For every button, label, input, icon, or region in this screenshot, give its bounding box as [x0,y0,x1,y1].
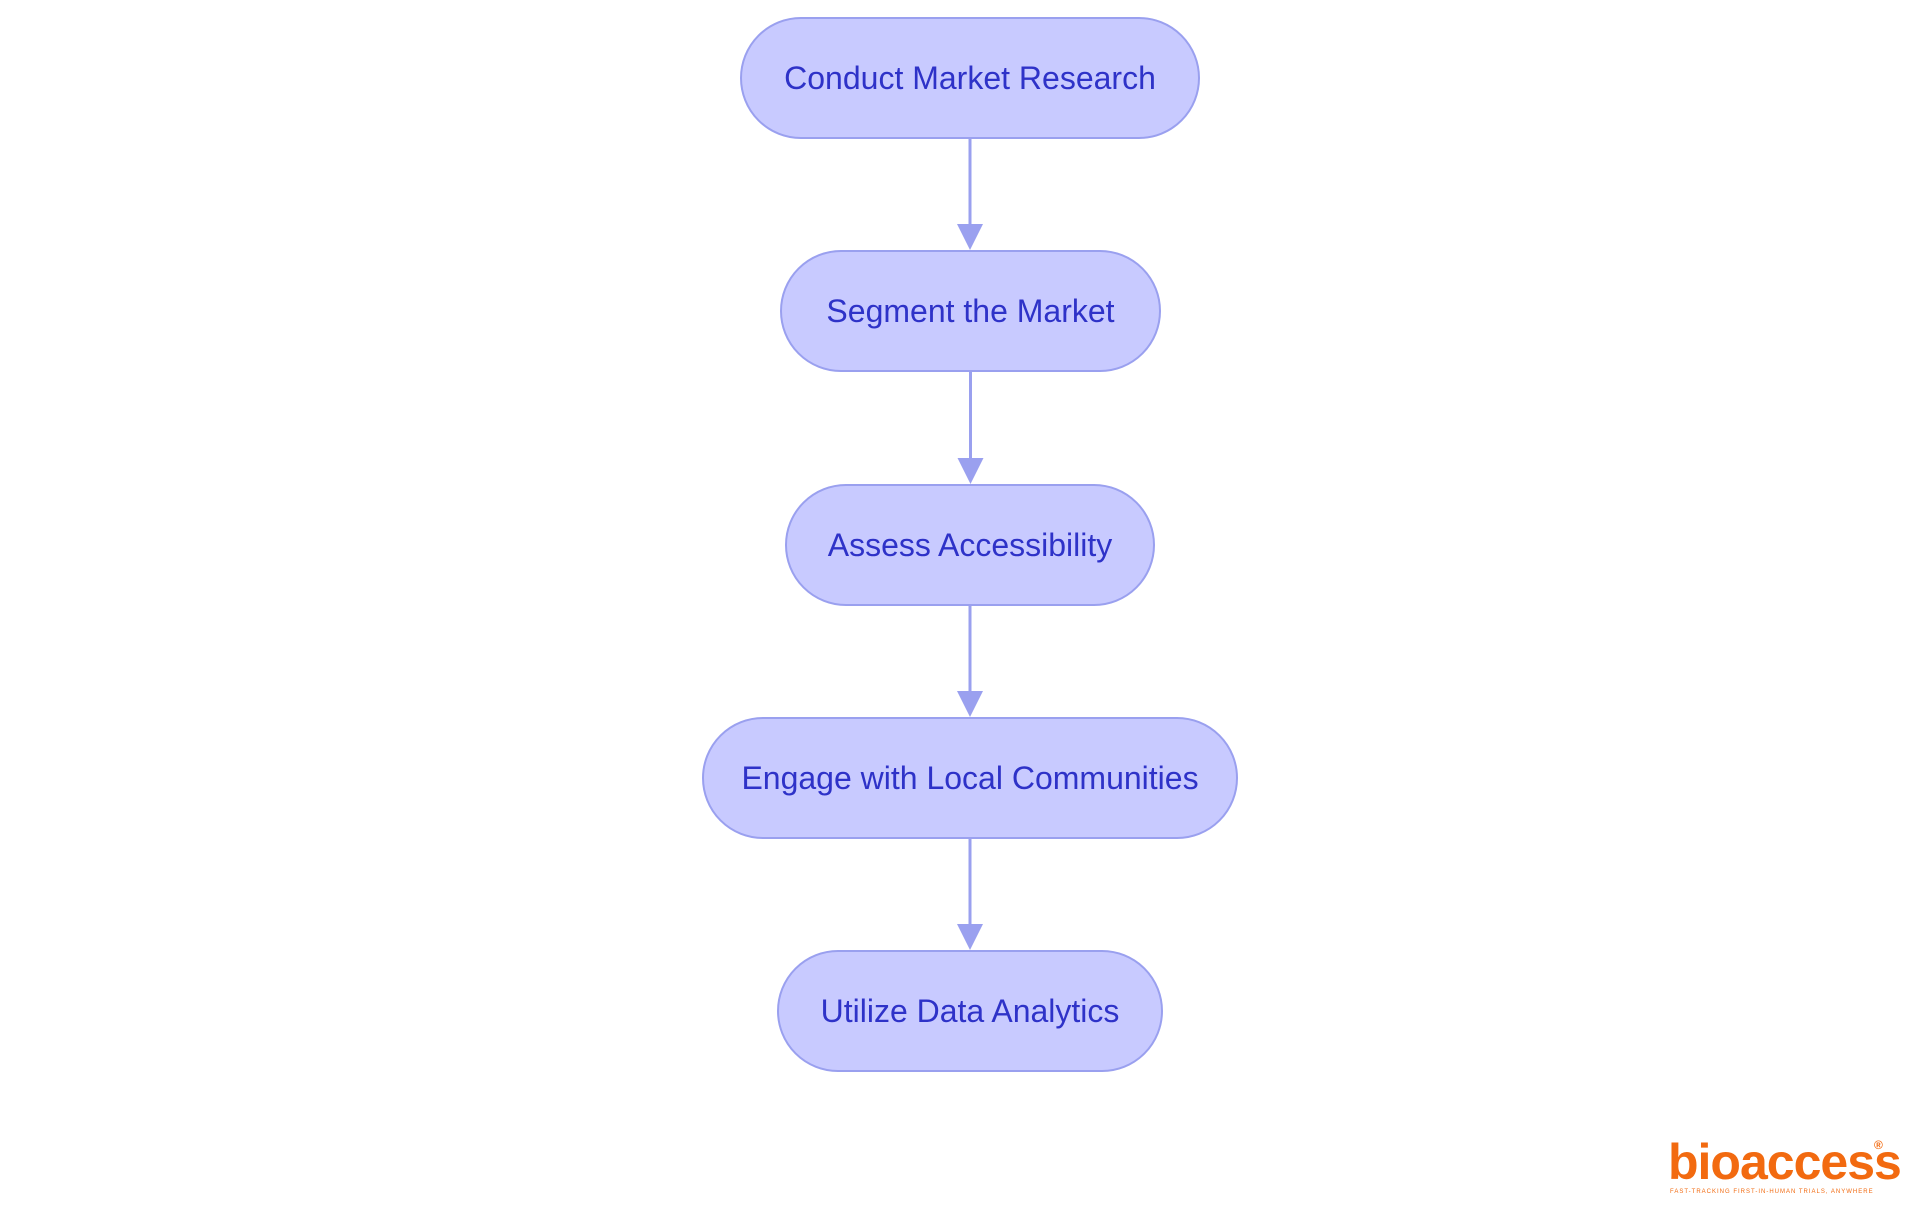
arrowhead-icon [957,924,983,950]
node-utilize-data-analytics: Utilize Data Analytics [777,950,1163,1072]
bioaccess-logo: bioaccess ® FAST-TRACKING FIRST-IN-HUMAN… [1668,1136,1902,1196]
arrowhead-icon [957,458,984,484]
registered-mark: ® [1874,1138,1883,1152]
node-segment-the-market: Segment the Market [780,250,1161,372]
node-engage-with-local-communities: Engage with Local Communities [702,717,1238,839]
arrowhead-icon [957,224,983,250]
logo-wordmark: bioaccess [1668,1134,1902,1190]
node-conduct-market-research: Conduct Market Research [740,17,1200,139]
arrowhead-icon [957,691,983,717]
node-assess-accessibility: Assess Accessibility [785,484,1155,606]
logo-tagline: FAST-TRACKING FIRST-IN-HUMAN TRIALS, ANY… [1670,1189,1874,1195]
